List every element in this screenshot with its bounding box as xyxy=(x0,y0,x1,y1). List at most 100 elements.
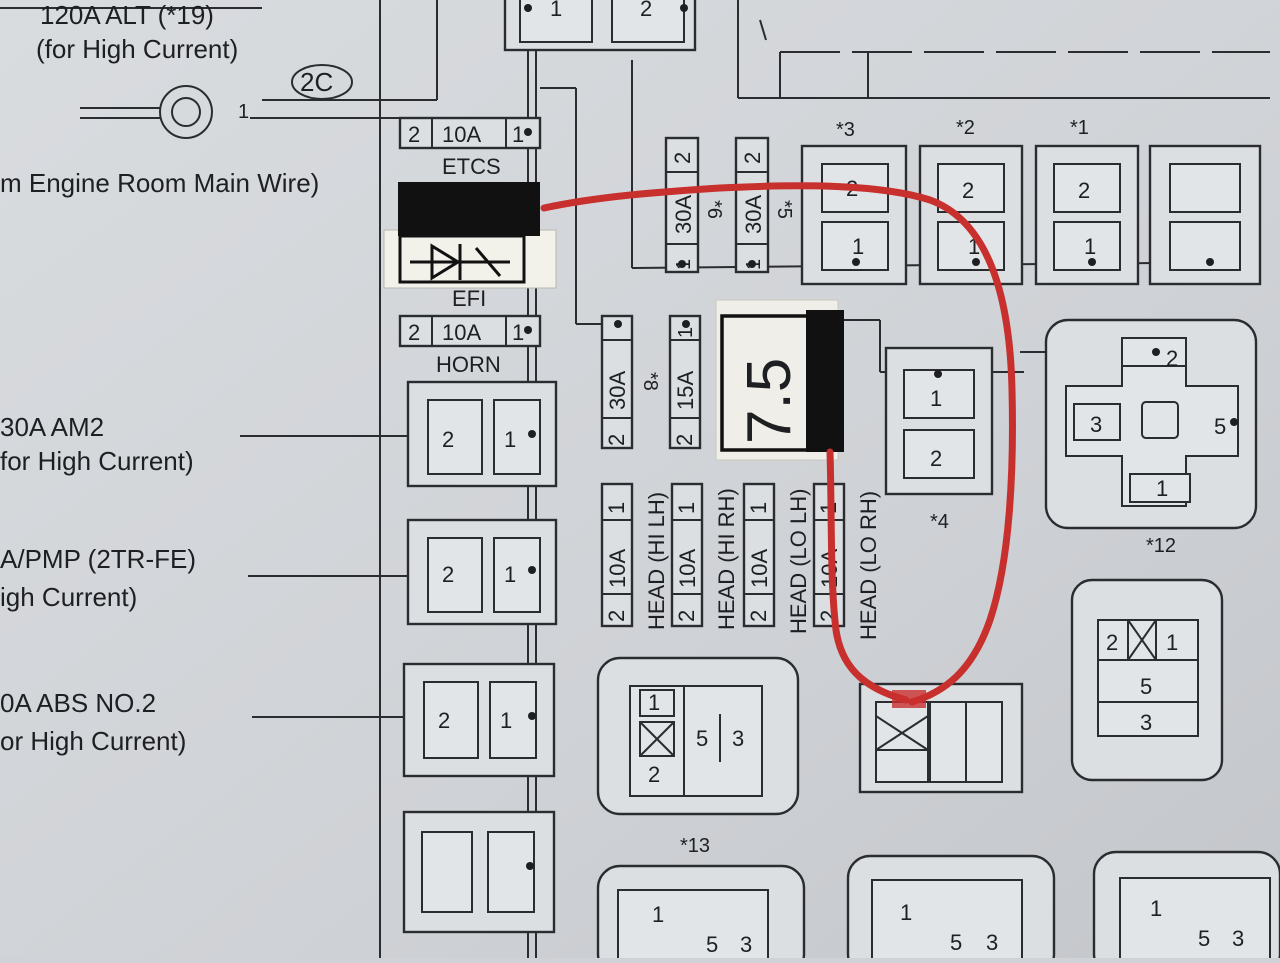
terminal-pin-1: 1 xyxy=(238,101,249,123)
svg-text:5: 5 xyxy=(1214,414,1226,439)
horn-label: HORN xyxy=(436,352,501,377)
svg-text:2: 2 xyxy=(670,152,695,164)
svg-text:10A: 10A xyxy=(747,549,772,588)
svg-text:2: 2 xyxy=(408,122,420,147)
alt-high-current-label: (for High Current) xyxy=(36,34,238,64)
relay-bottom-middle[interactable]: 1 5 3 xyxy=(846,854,1056,963)
svg-text:1: 1 xyxy=(500,708,512,733)
relay-right-lower[interactable]: 2 1 5 3 xyxy=(1070,578,1224,782)
fuse-30a-8[interactable]: 2 30A *8 xyxy=(600,314,661,450)
svg-text:2: 2 xyxy=(604,434,629,446)
svg-text:2: 2 xyxy=(442,562,454,587)
fuse-30a-6[interactable]: 2 30A 1 *6 xyxy=(664,136,725,274)
head-lo-rh-label: HEAD (LO RH) xyxy=(856,491,881,640)
svg-text:1: 1 xyxy=(550,0,562,21)
svg-text:1: 1 xyxy=(1084,234,1096,259)
svg-text:10A: 10A xyxy=(675,549,700,588)
efi-label: EFI xyxy=(452,286,486,311)
relay-lower-middle[interactable] xyxy=(858,682,1024,794)
fuse-30a-8-tag: *8 xyxy=(639,372,661,391)
svg-text:5: 5 xyxy=(950,930,962,955)
etcs-label: ETCS xyxy=(442,154,501,179)
svg-text:2: 2 xyxy=(1166,346,1178,371)
relay-12[interactable]: 2 3 5 1 *12 xyxy=(1044,318,1258,557)
svg-text:1: 1 xyxy=(1156,476,1168,501)
svg-text:*2: *2 xyxy=(956,117,975,139)
svg-text:1: 1 xyxy=(504,562,516,587)
svg-text:1: 1 xyxy=(604,502,629,514)
svg-text:1: 1 xyxy=(852,234,864,259)
svg-text:1: 1 xyxy=(900,900,912,925)
fuse-horn[interactable]: 2 10A 1 HORN xyxy=(398,314,542,377)
relay-far-right[interactable] xyxy=(1148,144,1262,286)
svg-text:1: 1 xyxy=(512,320,524,345)
svg-text:2: 2 xyxy=(1106,630,1118,655)
connector-2c-oval xyxy=(291,64,353,100)
svg-text:2: 2 xyxy=(408,320,420,345)
relay-am2[interactable]: 2 1 xyxy=(406,380,558,488)
fuse-head-hi-rh[interactable]: 1 10A 2 HEAD (HI RH) xyxy=(670,482,739,630)
fuse-head-hi-lh[interactable]: 1 10A 2 HEAD (HI LH) xyxy=(600,482,669,630)
svg-text:5: 5 xyxy=(1140,674,1152,699)
svg-text:2: 2 xyxy=(640,0,652,21)
handwritten-fuse-7-5[interactable]: 7.5 xyxy=(715,299,844,461)
svg-text:15A: 15A xyxy=(673,371,698,410)
svg-text:1: 1 xyxy=(674,502,699,514)
svg-text:*12: *12 xyxy=(1146,535,1176,557)
relay-13[interactable]: *13 1 5 3 xyxy=(596,835,806,963)
svg-text:1: 1 xyxy=(1166,630,1178,655)
diode-symbol-icon xyxy=(410,243,510,281)
svg-text:2: 2 xyxy=(648,762,660,787)
relay-2[interactable]: *2 2 1 xyxy=(918,117,1024,286)
svg-text:1: 1 xyxy=(930,386,942,411)
svg-text:1: 1 xyxy=(1150,896,1162,921)
abs-high-current-label: or High Current) xyxy=(0,726,186,756)
relay-bottom-right[interactable]: 1 5 3 xyxy=(1092,850,1280,963)
etcs-rating: 10A xyxy=(442,122,481,147)
svg-text:2: 2 xyxy=(674,610,699,622)
fuse-head-lo-lh[interactable]: 1 10A 2 HEAD (LO LH) xyxy=(742,482,811,634)
svg-text:5: 5 xyxy=(696,726,708,751)
svg-text:2: 2 xyxy=(438,708,450,733)
svg-text:2: 2 xyxy=(962,178,974,203)
top-relay: 1 2 xyxy=(503,0,697,52)
fuse-etcs[interactable]: 2 10A 1 ETCS xyxy=(398,116,542,179)
svg-text:3: 3 xyxy=(986,930,998,955)
svg-text:1: 1 xyxy=(504,427,516,452)
alt-120a-label: 120A ALT (*19) xyxy=(40,0,214,30)
am2-label: 30A AM2 xyxy=(0,412,104,442)
connector-2c-label: 2C xyxy=(300,67,333,97)
svg-text:10A: 10A xyxy=(605,549,630,588)
svg-text:2: 2 xyxy=(746,610,771,622)
svg-text:2: 2 xyxy=(740,152,765,164)
relay-pmp[interactable]: 2 1 xyxy=(406,518,558,626)
relay-1[interactable]: *1 2 1 xyxy=(1034,117,1140,286)
red-trace-upper xyxy=(540,182,1016,706)
svg-text:1: 1 xyxy=(746,502,771,514)
fuse-15a[interactable]: 2 15A 1 xyxy=(668,314,702,450)
black-marker-fill xyxy=(398,182,540,236)
svg-text:1: 1 xyxy=(675,327,697,338)
svg-text:2: 2 xyxy=(672,434,697,446)
fuse-30a-6-tag: *6 xyxy=(703,200,725,219)
engine-room-wire-label: m Engine Room Main Wire) xyxy=(0,168,319,198)
svg-text:3: 3 xyxy=(1090,412,1102,437)
svg-text:3: 3 xyxy=(740,932,752,957)
svg-text:30A: 30A xyxy=(671,195,696,234)
svg-text:*3: *3 xyxy=(836,119,855,141)
relay-3[interactable]: *3 2 1 xyxy=(800,119,908,286)
svg-text:1: 1 xyxy=(648,690,660,715)
relay-bottom-left[interactable] xyxy=(402,810,556,934)
relay-abs[interactable]: 2 1 xyxy=(402,662,556,778)
svg-text:2: 2 xyxy=(604,610,629,622)
pmp-label: A/PMP (2TR-FE) xyxy=(0,544,196,574)
fuse-30a-5-tag: *5 xyxy=(773,200,795,219)
fuse-30a-5[interactable]: 2 30A 1 *5 xyxy=(734,136,795,274)
relay-lower-left[interactable]: 1 2 5 3 xyxy=(596,656,800,816)
relay-4[interactable]: 1 2 *4 xyxy=(884,346,994,533)
abs-label: 0A ABS NO.2 xyxy=(0,688,156,718)
svg-text:3: 3 xyxy=(1140,710,1152,735)
red-trace-lower xyxy=(826,448,910,704)
fuse-efi[interactable]: EFI xyxy=(383,182,557,311)
head-lo-lh-label: HEAD (LO LH) xyxy=(786,489,811,634)
